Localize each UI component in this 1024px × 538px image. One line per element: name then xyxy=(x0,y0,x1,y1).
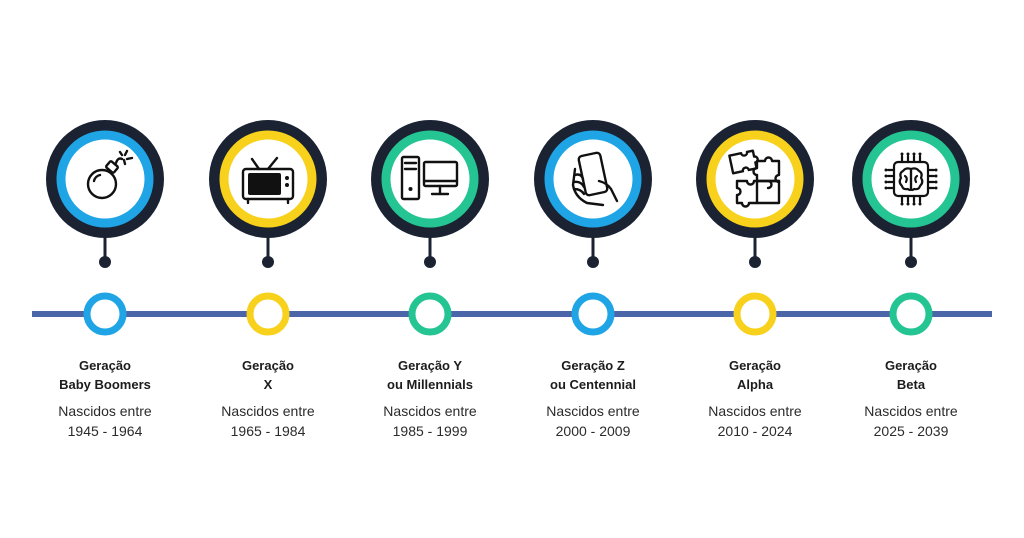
birth-range-years: 1985 - 1999 xyxy=(392,423,468,439)
birth-range-years: 1945 - 1964 xyxy=(67,423,143,439)
birth-range-label: Nascidos entre xyxy=(546,403,640,419)
generation-title: Geração Y ou Millennials xyxy=(345,356,515,394)
birth-range-years: 1965 - 1984 xyxy=(230,423,306,439)
timeline-marker xyxy=(246,292,290,336)
badge-color-ring xyxy=(706,130,804,228)
timeline-marker xyxy=(733,292,777,336)
generation-title-line2: Beta xyxy=(896,377,926,392)
connector-dot xyxy=(424,256,436,268)
generation-node xyxy=(46,120,164,336)
badge-color-ring xyxy=(544,130,642,228)
generation-title-line1: Geração Y xyxy=(397,358,463,373)
timeline-marker xyxy=(408,292,452,336)
connector-dot xyxy=(749,256,761,268)
connector-dot xyxy=(905,256,917,268)
generation-node xyxy=(852,120,970,336)
birth-range-years: 2000 - 2009 xyxy=(555,423,631,439)
generation-title-line1: Geração xyxy=(884,358,938,373)
generation-node xyxy=(371,120,489,336)
birth-range-label: Nascidos entre xyxy=(383,403,477,419)
birth-range-years: 2010 - 2024 xyxy=(717,423,793,439)
connector-dot xyxy=(587,256,599,268)
generation-title-line1: Geração Z xyxy=(561,358,625,373)
generation-birth-range: Nascidos entre 2000 - 2009 xyxy=(508,401,678,441)
generation-node xyxy=(696,120,814,336)
timeline-marker xyxy=(889,292,933,336)
connector-dot xyxy=(99,256,111,268)
timeline-marker xyxy=(571,292,615,336)
smartphone-hand-icon xyxy=(571,151,619,207)
badge-color-ring xyxy=(56,130,154,228)
generation-birth-range: Nascidos entre 1965 - 1984 xyxy=(183,401,353,441)
generation-node xyxy=(209,120,327,336)
birth-range-label: Nascidos entre xyxy=(708,403,802,419)
birth-range-label: Nascidos entre xyxy=(221,403,315,419)
ai-brain-chip-icon xyxy=(884,152,938,206)
generation-node xyxy=(534,120,652,336)
generation-title-line1: Geração xyxy=(728,358,782,373)
bomb-icon xyxy=(86,149,134,200)
generation-title-line1: Geração xyxy=(78,358,132,373)
puzzle-icon xyxy=(728,149,781,208)
tv-icon xyxy=(241,156,295,205)
birth-range-label: Nascidos entre xyxy=(864,403,958,419)
generation-title-line2: ou Millennials xyxy=(387,377,473,392)
generation-birth-range: Nascidos entre 2010 - 2024 xyxy=(670,401,840,441)
generation-birth-range: Nascidos entre 1985 - 1999 xyxy=(345,401,515,441)
generation-title-line2: Baby Boomers xyxy=(59,377,151,392)
generation-title: Geração Z ou Centennial xyxy=(508,356,678,394)
desktop-computer-icon xyxy=(400,155,459,201)
timeline-marker xyxy=(83,292,127,336)
generation-title-line2: Alpha xyxy=(736,377,774,392)
generation-title-line2: ou Centennial xyxy=(550,377,636,392)
connector-dot xyxy=(262,256,274,268)
badge-color-ring xyxy=(381,130,479,228)
generation-birth-range: Nascidos entre 1945 - 1964 xyxy=(20,401,190,441)
birth-range-label: Nascidos entre xyxy=(58,403,152,419)
generation-birth-range: Nascidos entre 2025 - 2039 xyxy=(826,401,996,441)
generation-title-line2: X xyxy=(263,377,273,392)
birth-range-years: 2025 - 2039 xyxy=(873,423,949,439)
generation-title-line1: Geração xyxy=(241,358,295,373)
